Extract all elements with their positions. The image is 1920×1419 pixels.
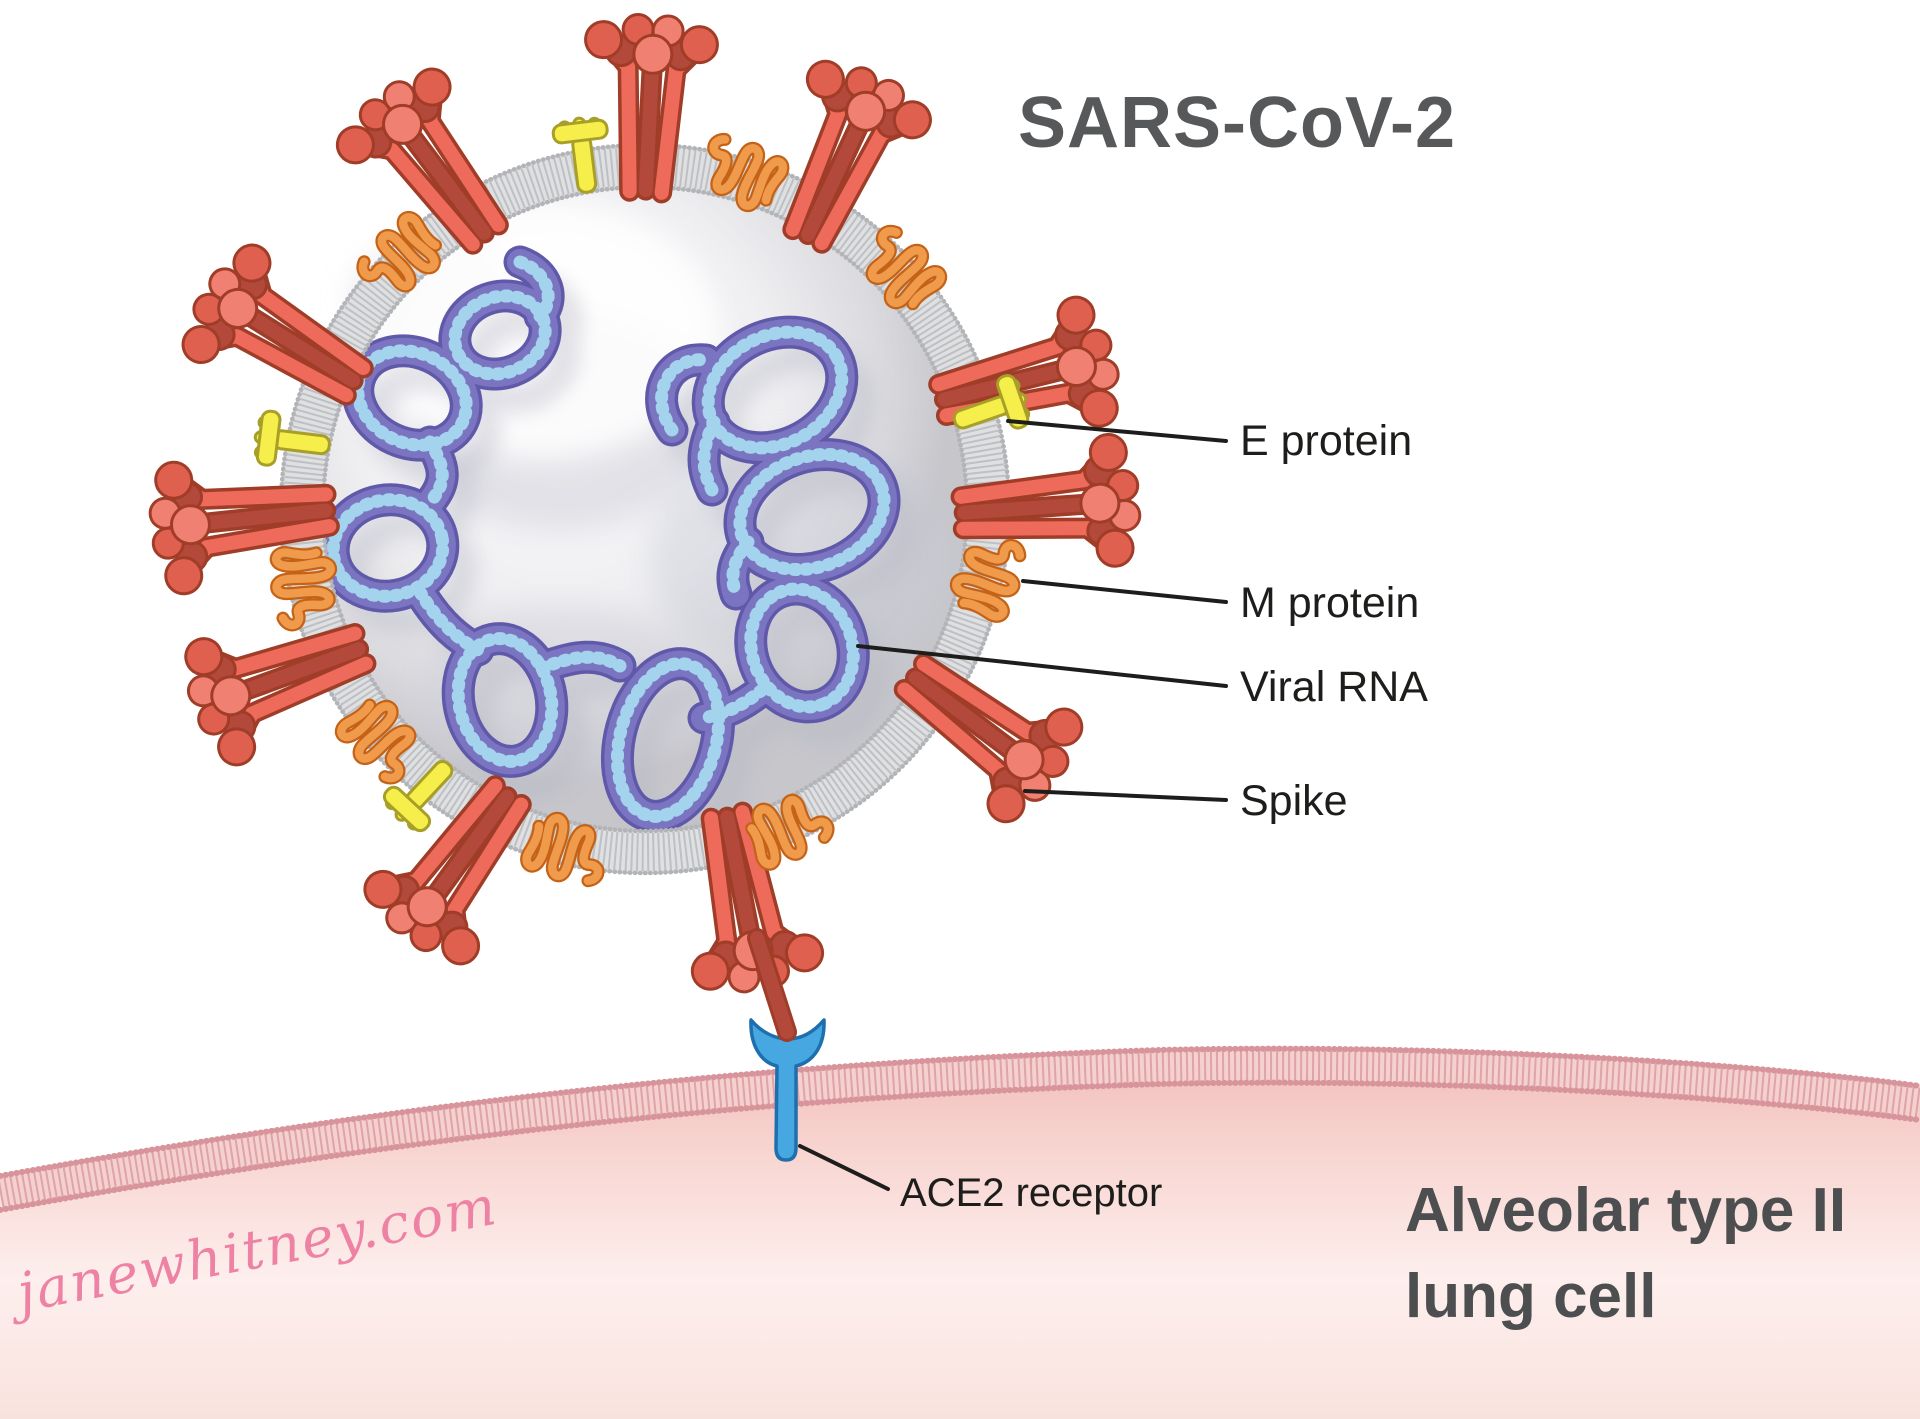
label-viral-rna: Viral RNA: [1240, 663, 1428, 711]
leader-spike: [1023, 789, 1228, 802]
lung-cell-body: [0, 1065, 1920, 1419]
viral-rna-strand: [316, 245, 920, 856]
leader-viral-rna: [856, 644, 1228, 688]
diagram-title: SARS-CoV-2: [1018, 83, 1457, 163]
label-m-protein: M protein: [1240, 579, 1420, 627]
cell-type-label: Alveolar type II lung cell: [1405, 1168, 1846, 1340]
leader-lines: [798, 419, 1228, 1191]
cell-type-label-line1: Alveolar type II: [1405, 1176, 1847, 1245]
label-e-protein: E protein: [1240, 417, 1413, 465]
cell-membrane-bilayer: [0, 1045, 1920, 1213]
label-spike: Spike: [1240, 777, 1348, 825]
label-ace2-receptor: ACE2 receptor: [900, 1171, 1163, 1215]
ace2-receptor: [747, 928, 826, 1162]
cell-type-label-line2: lung cell: [1405, 1262, 1657, 1331]
leader-e-protein: [1006, 419, 1228, 443]
leader-ace2: [798, 1144, 890, 1191]
leader-m-protein: [1021, 579, 1228, 604]
